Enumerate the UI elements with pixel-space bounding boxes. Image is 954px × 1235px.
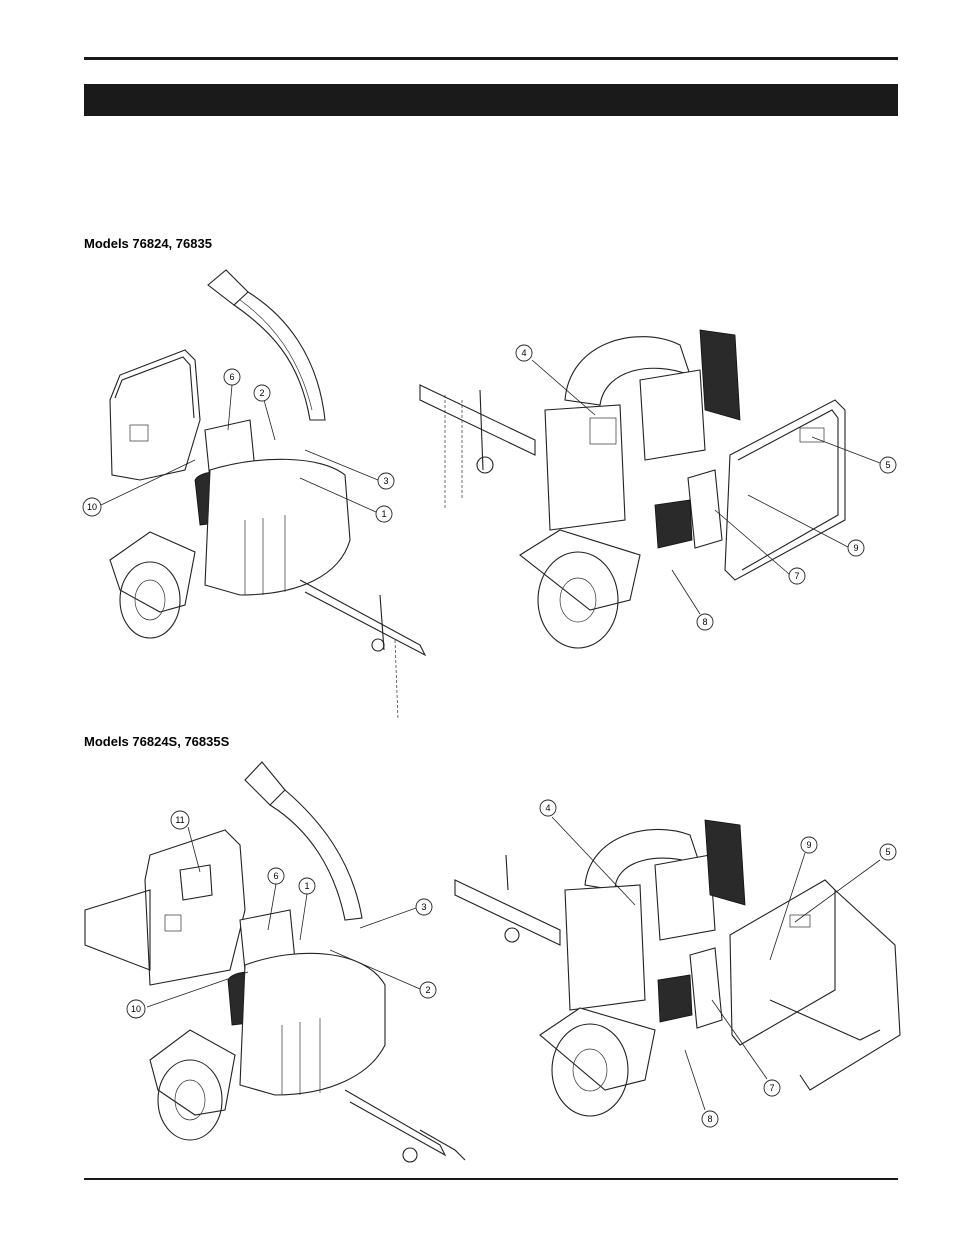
machine-bottom-left-drawing bbox=[84, 761, 466, 1163]
svg-text:5: 5 bbox=[885, 847, 890, 857]
section-label-s-models: Models 76824S, 76835S bbox=[84, 734, 230, 749]
callout-9: 9 bbox=[847, 539, 865, 557]
svg-text:4: 4 bbox=[545, 803, 550, 813]
svg-text:7: 7 bbox=[794, 571, 799, 581]
svg-text:10: 10 bbox=[87, 502, 97, 512]
callout-10: 10 bbox=[82, 497, 102, 517]
svg-text:6: 6 bbox=[229, 372, 234, 382]
svg-text:11: 11 bbox=[175, 815, 184, 825]
callout-10: 10 bbox=[126, 999, 146, 1019]
footer-rule bbox=[84, 1178, 898, 1180]
callout-5: 5 bbox=[879, 456, 897, 474]
callout-4: 4 bbox=[515, 344, 533, 362]
svg-text:3: 3 bbox=[421, 902, 426, 912]
svg-text:8: 8 bbox=[707, 1114, 712, 1124]
leader-lines bbox=[100, 359, 881, 1111]
callout-9: 9 bbox=[800, 836, 818, 854]
svg-text:9: 9 bbox=[853, 543, 858, 553]
callout-6: 6 bbox=[267, 867, 285, 885]
svg-text:10: 10 bbox=[131, 1004, 141, 1014]
svg-text:6: 6 bbox=[273, 871, 278, 881]
callout-7: 7 bbox=[763, 1079, 781, 1097]
section-label-standard-models: Models 76824, 76835 bbox=[84, 236, 212, 251]
svg-text:2: 2 bbox=[425, 985, 430, 995]
svg-text:7: 7 bbox=[769, 1083, 774, 1093]
svg-text:1: 1 bbox=[304, 881, 309, 891]
callout-3: 3 bbox=[377, 472, 395, 490]
callout-8: 8 bbox=[701, 1110, 719, 1128]
callout-3: 3 bbox=[415, 898, 433, 916]
callout-5: 5 bbox=[879, 843, 897, 861]
header-rule bbox=[84, 57, 898, 60]
svg-text:8: 8 bbox=[702, 617, 707, 627]
callout-2: 2 bbox=[419, 981, 437, 999]
section-title-bar bbox=[84, 84, 898, 116]
callout-6: 6 bbox=[223, 368, 241, 386]
svg-text:9: 9 bbox=[806, 840, 811, 850]
svg-text:5: 5 bbox=[885, 460, 890, 470]
callout-8: 8 bbox=[696, 613, 714, 631]
svg-text:2: 2 bbox=[259, 388, 264, 398]
machine-top-right-drawing bbox=[419, 329, 846, 649]
callout-11: 11 bbox=[170, 810, 190, 830]
callout-2: 2 bbox=[253, 384, 271, 402]
machine-top-left-drawing bbox=[109, 269, 427, 721]
callout-7: 7 bbox=[788, 567, 806, 585]
callout-4: 4 bbox=[539, 799, 557, 817]
callout-1: 1 bbox=[298, 877, 316, 895]
callout-1: 1 bbox=[375, 505, 393, 523]
svg-text:3: 3 bbox=[383, 476, 388, 486]
machine-bottom-right-drawing bbox=[454, 819, 901, 1117]
svg-text:1: 1 bbox=[381, 509, 386, 519]
svg-text:4: 4 bbox=[521, 348, 526, 358]
